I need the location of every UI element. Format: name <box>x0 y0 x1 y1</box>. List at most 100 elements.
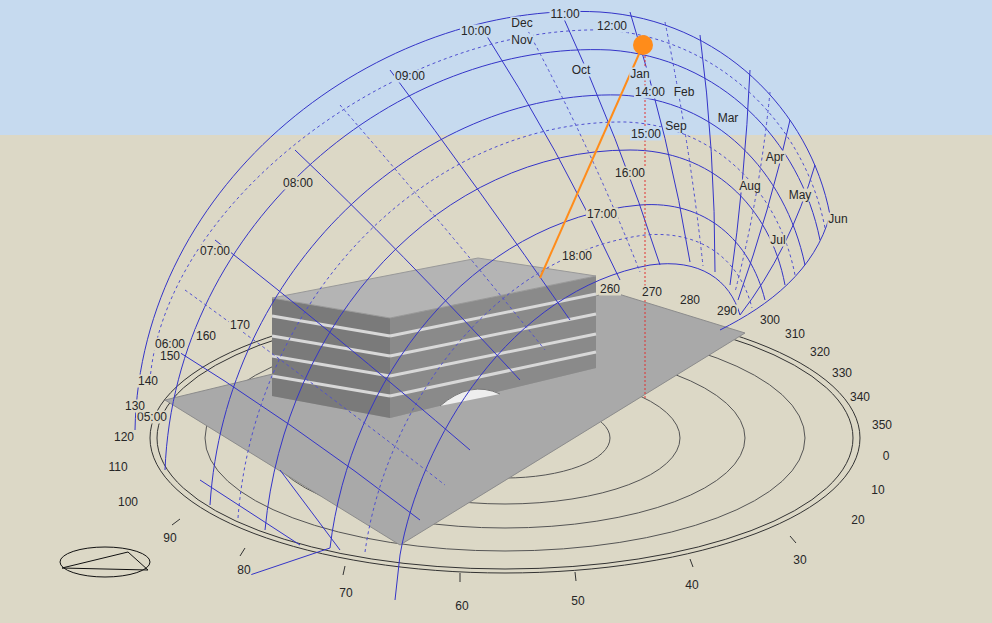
dashed-day-curve <box>150 30 825 380</box>
time-label: 17:00 <box>586 208 618 221</box>
floor-band <box>272 376 390 396</box>
azimuth-label: 340 <box>849 391 871 404</box>
month-label: Feb <box>673 86 696 99</box>
time-label: 16:00 <box>614 167 646 180</box>
day-curves <box>135 11 830 555</box>
floor-band <box>390 334 596 376</box>
azimuth-label: 110 <box>107 461 128 474</box>
azimuth-label: 120 <box>113 431 135 444</box>
time-label: 15:00 <box>630 128 662 141</box>
dashed-hour-line <box>340 105 545 350</box>
day-curve <box>265 150 785 530</box>
dashed-hour-line <box>520 16 640 272</box>
month-label: Mar <box>717 112 740 125</box>
day-curve <box>330 205 765 548</box>
azimuth-label: 350 <box>871 419 893 432</box>
tick <box>575 572 576 581</box>
floor-band <box>390 314 596 356</box>
compass-icon-triangle <box>62 552 148 570</box>
azimuth-label: 160 <box>195 330 217 343</box>
dashed-hour-line <box>735 92 770 292</box>
entrance-canopy <box>440 389 500 406</box>
month-label: Nov <box>510 34 533 47</box>
tick <box>690 559 693 567</box>
dashed-lines <box>150 16 825 552</box>
month-label: Sep <box>664 120 687 133</box>
azimuth-label: 260 <box>599 283 621 296</box>
time-label: 08:00 <box>282 177 314 190</box>
month-label: Oct <box>571 64 592 77</box>
azimuth-label: 50 <box>570 595 585 608</box>
month-label: Apr <box>765 151 786 164</box>
time-label: 10:00 <box>460 25 492 38</box>
azimuth-label: 0 <box>882 450 891 463</box>
grid-line <box>200 480 300 545</box>
azimuth-label: 150 <box>159 350 181 363</box>
sun-ray <box>540 45 643 278</box>
azimuth-label: 310 <box>784 328 806 341</box>
floor-band <box>390 352 596 396</box>
azimuth-label: 140 <box>137 375 159 388</box>
dashed-day-curve <box>365 234 752 552</box>
time-label: 09:00 <box>394 70 426 83</box>
sun-position <box>633 35 653 55</box>
azimuth-label: 330 <box>831 367 853 380</box>
hour-line <box>480 25 620 280</box>
azimuth-label: 130 <box>124 400 146 413</box>
azimuth-label: 40 <box>684 579 699 592</box>
hour-line <box>215 240 470 450</box>
floor-band <box>272 356 390 376</box>
azimuth-label: 290 <box>716 305 738 318</box>
azimuth-label: 170 <box>229 319 251 332</box>
hour-line <box>160 340 420 520</box>
building <box>272 258 596 418</box>
azimuth-label: 270 <box>641 286 663 299</box>
below-horizon-lines <box>200 470 400 600</box>
month-label: Jan <box>629 68 650 81</box>
azimuth-label: 60 <box>454 600 469 613</box>
month-label: Aug <box>738 180 761 193</box>
compass-icon-ellipse <box>60 547 150 577</box>
time-label: 18:00 <box>561 250 593 263</box>
grid-line <box>250 548 330 575</box>
azimuth-label: 320 <box>809 346 831 359</box>
tick <box>172 519 180 525</box>
grid-line <box>395 555 400 600</box>
day-curve <box>400 264 740 555</box>
ground <box>0 135 992 623</box>
tick <box>790 536 796 543</box>
azimuth-label: 90 <box>162 532 177 545</box>
azimuth-label: 100 <box>117 496 139 509</box>
month-label: Jun <box>827 213 848 226</box>
tick <box>460 573 461 582</box>
hour-line <box>630 12 690 262</box>
dashed-hour-line <box>185 290 445 485</box>
dashed-hour-line <box>665 22 703 266</box>
month-label: Dec <box>510 17 533 30</box>
tick <box>343 566 345 575</box>
time-label: 07:00 <box>199 245 231 258</box>
grid-line <box>280 470 340 550</box>
time-label: 12:00 <box>596 20 628 33</box>
azimuth-label: 20 <box>850 514 865 527</box>
azimuth-label: 10 <box>870 484 885 497</box>
hour-lines <box>160 10 815 520</box>
hour-line <box>390 70 570 320</box>
time-label: 14:00 <box>634 86 666 99</box>
compass-icon <box>60 547 150 577</box>
building-end <box>272 298 390 418</box>
azimuth-label: 30 <box>792 554 807 567</box>
hour-line <box>295 150 520 380</box>
month-label: Jul <box>769 234 786 247</box>
azimuth-label: 80 <box>236 564 251 577</box>
sun-drop-line <box>645 56 646 400</box>
hour-line <box>700 35 715 272</box>
day-curve <box>210 95 805 505</box>
month-label: May <box>788 189 813 202</box>
dashed-day-curve <box>238 122 795 518</box>
azimuth-label: 300 <box>759 314 781 327</box>
day-curve <box>135 11 830 430</box>
tick <box>240 548 245 556</box>
